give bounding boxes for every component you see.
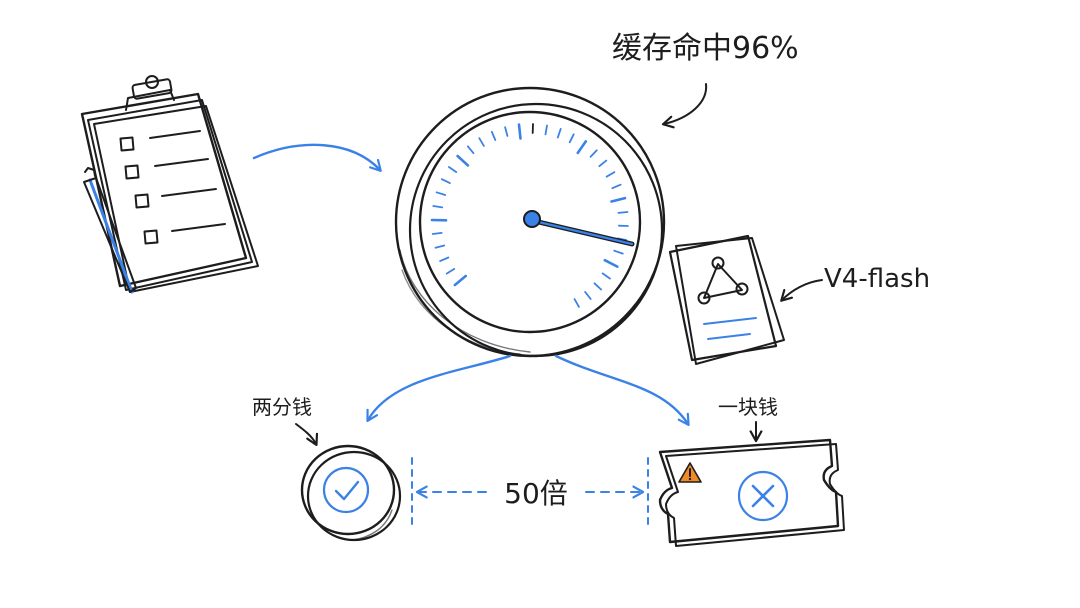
gauge-tick [445, 267, 456, 275]
network-triangle-icon [697, 256, 749, 305]
gauge-tick [431, 231, 443, 235]
clipboard-checklist-icon [80, 75, 259, 294]
expensive-label: 一块钱 [718, 395, 778, 419]
gauge-tick [593, 282, 602, 291]
model-card-icon [668, 234, 785, 365]
gauge-ticks [430, 123, 629, 308]
gauge-tick [556, 127, 562, 139]
cheap-label: 两分钱 [252, 395, 312, 419]
cheap-pointer [295, 423, 319, 447]
gauge-tick [517, 123, 522, 140]
gauge-tick [617, 211, 629, 214]
ratio-dimension: 50倍 [411, 457, 649, 531]
model-label: V4-flash [824, 264, 930, 294]
gauge-tick [605, 171, 616, 178]
speedometer-gauge-icon [394, 86, 666, 358]
coin-check-icon [300, 444, 402, 542]
gauge-tick [589, 149, 598, 158]
arrow-to-coin [366, 354, 512, 423]
gauge-tick [613, 249, 624, 255]
gauge-tick [435, 191, 447, 196]
pen-icon [83, 167, 137, 294]
gauge-tick [447, 166, 458, 174]
gauge-tick [432, 205, 444, 209]
ticket-cross-icon [658, 438, 845, 547]
gauge-tick [568, 133, 575, 144]
gauge-tick [584, 290, 592, 300]
gauge-tick [439, 256, 450, 263]
cache-hit-pointer [661, 83, 708, 129]
gauge-tick [573, 298, 580, 308]
gauge-tick [478, 137, 485, 147]
gauge-tick [603, 258, 619, 268]
gauge-needle-highlight [528, 218, 634, 246]
gauge-tick [453, 274, 468, 287]
gauge-hub [523, 210, 541, 228]
gauge-tick [490, 130, 497, 141]
gauge-tick [610, 196, 627, 203]
gauge-tick [598, 159, 608, 168]
arrow-to-gauge [252, 143, 382, 172]
gauge-tick [601, 272, 611, 280]
gauge-tick [466, 145, 475, 155]
gauge-tick [544, 124, 548, 136]
gauge-tick [576, 140, 588, 155]
cache-hit-label: 缓存命中96% [612, 31, 799, 66]
warning-icon [678, 462, 702, 483]
gauge-tick [504, 126, 509, 137]
ratio-label: 50倍 [504, 477, 568, 510]
gauge-tick [611, 183, 622, 190]
checklist-items [119, 130, 226, 245]
arrow-to-ticket [554, 354, 690, 426]
gauge-tick [440, 178, 451, 185]
model-pointer [780, 279, 823, 302]
gauge-tick [456, 154, 470, 167]
gauge-tick [434, 244, 446, 249]
